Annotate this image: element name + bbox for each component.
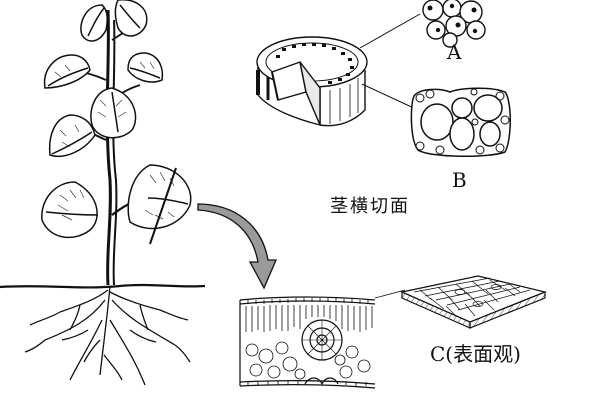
pointer-arrow	[197, 203, 277, 290]
plant-stem	[105, 9, 112, 286]
cells-b	[410, 87, 511, 157]
stoma	[304, 377, 339, 386]
stem-cross-section-model	[256, 36, 368, 127]
leaf	[43, 54, 91, 89]
plant-roots	[24, 285, 191, 386]
leader-line-a	[359, 13, 421, 49]
leaf	[90, 87, 137, 139]
spongy-layer	[245, 341, 371, 380]
cut-line	[149, 167, 177, 245]
leaf-cross-section	[239, 296, 376, 389]
label-b: B	[452, 168, 467, 192]
label-c-surface-view: C(表面观)	[430, 342, 521, 366]
ground-line	[0, 283, 206, 289]
plant-leaves	[41, 0, 192, 239]
cells-a	[422, 0, 486, 48]
palisade-layer	[245, 305, 373, 332]
leaf	[48, 114, 96, 157]
vascular-bundles	[276, 43, 354, 84]
epidermis-surface-view	[400, 275, 547, 329]
leaf	[41, 181, 98, 239]
leader-line-b	[361, 83, 419, 111]
cut-leaf	[127, 164, 192, 230]
label-a: A	[447, 40, 462, 64]
label-stem-cross-section: 茎横切面	[330, 196, 410, 217]
